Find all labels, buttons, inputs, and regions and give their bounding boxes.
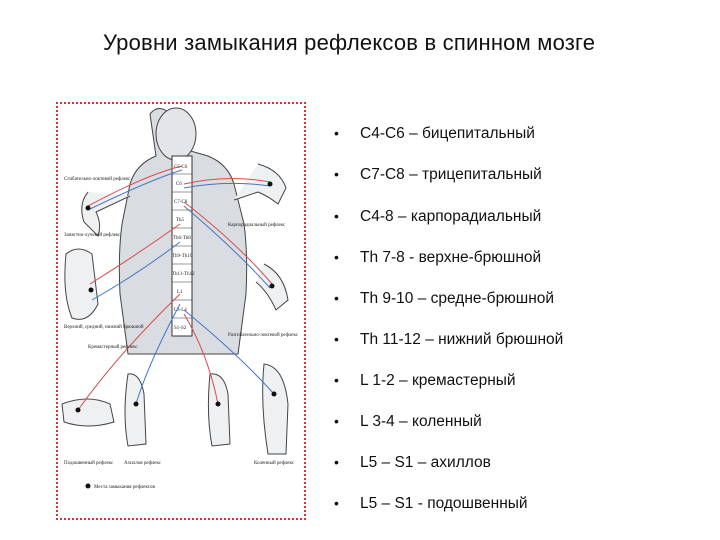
list-item: • L5 – S1 - подошвенный — [334, 495, 528, 513]
list-item-text: С4-8 – карпорадиальный — [360, 208, 542, 225]
legend-label: Места замыкания рефлексов — [94, 485, 155, 490]
calf-left — [124, 373, 147, 447]
seg-label: Th9-Th10 — [172, 254, 193, 259]
bullet: • — [334, 166, 339, 182]
head — [155, 107, 197, 161]
bullet: • — [334, 495, 339, 511]
seg-label: Th6-Th8 — [173, 236, 191, 241]
bullet: • — [334, 290, 339, 306]
list-item-text: L5 – S1 - подошвенный — [360, 495, 528, 512]
list-item-text: С7-С8 – трицепитальный — [360, 166, 542, 183]
annotation-label: Коленный рефлекс — [254, 461, 295, 466]
list-item: • L 1-2 – кремастерный — [334, 372, 516, 390]
list-item-text: L 1-2 – кремастерный — [360, 372, 516, 389]
list-item: • С4-8 – карпорадиальный — [334, 208, 541, 226]
list-item-text: С4-С6 – бицепитальный — [360, 125, 535, 142]
annotation-label: Сгибательно-локтевой рефлекс — [64, 177, 131, 182]
list-item: • L5 – S1 – ахиллов — [334, 454, 491, 472]
seg-label: S1-S2 — [174, 326, 187, 331]
list-item: • С7-С8 – трицепитальный — [334, 166, 542, 184]
annotation-label: Запястно-лучевой рефлекс — [64, 233, 121, 238]
annotation-label: Ахиллов рефлекс — [124, 461, 162, 466]
list-item: • Th 7-8 - верхне-брюшной — [334, 249, 541, 267]
list-item: • L 3-4 – коленный — [334, 413, 482, 431]
bullet: • — [334, 249, 339, 265]
annotation-label: Разгибательно-локтевой рефлекс — [228, 333, 299, 338]
bullet: • — [334, 372, 339, 388]
list-item: • С4-С6 – бицепитальный — [334, 125, 535, 143]
list-item-text: Th 7-8 - верхне-брюшной — [360, 249, 542, 266]
seg-label: C5-C6 — [174, 165, 188, 170]
bullet: • — [334, 331, 339, 347]
seg-label: L1 — [177, 290, 183, 295]
bullet: • — [334, 454, 339, 470]
calf-right — [207, 373, 231, 447]
seg-label: L3-L4 — [174, 308, 187, 313]
list-item-text: Th 11-12 – нижний брюшной — [360, 331, 564, 348]
body-illustration: C5-C6 C6 C7-C8 Th5 Th6-Th8 Th9-Th10 Th11… — [61, 107, 299, 490]
seg-label: Th5 — [176, 218, 185, 223]
bullet: • — [334, 208, 339, 224]
knee-leg — [262, 363, 289, 455]
page-title: Уровни замыкания рефлексов в спинном моз… — [103, 30, 596, 55]
list-item-text: L5 – S1 – ахиллов — [360, 454, 491, 471]
annotation-label: Карпорадиальный рефлекс — [228, 223, 286, 228]
list-item: • Th 9-10 – средне-брюшной — [334, 290, 554, 308]
reflex-diagram: C5-C6 C6 C7-C8 Th5 Th6-Th8 Th9-Th10 Th11… — [56, 102, 306, 520]
left-foot — [61, 398, 115, 427]
list-item-text: Th 9-10 – средне-брюшной — [360, 290, 555, 307]
seg-label: Th11-Th12 — [172, 272, 195, 277]
bullet: • — [334, 413, 339, 429]
seg-label: C7-C8 — [174, 200, 188, 205]
annotation-label: Подошвенный рефлекс — [64, 461, 114, 466]
bullet: • — [334, 125, 339, 141]
annotation-label: Кремастерный рефлекс — [88, 345, 138, 350]
seg-label: C6 — [176, 182, 182, 187]
hip-figure — [64, 248, 99, 320]
list-item-text: L 3-4 – коленный — [360, 413, 482, 430]
list-item: • Th 11-12 – нижний брюшной — [334, 331, 563, 349]
right-arm — [233, 163, 287, 205]
annotation-label: Верхний, средний, нижний брюшной — [64, 325, 144, 330]
